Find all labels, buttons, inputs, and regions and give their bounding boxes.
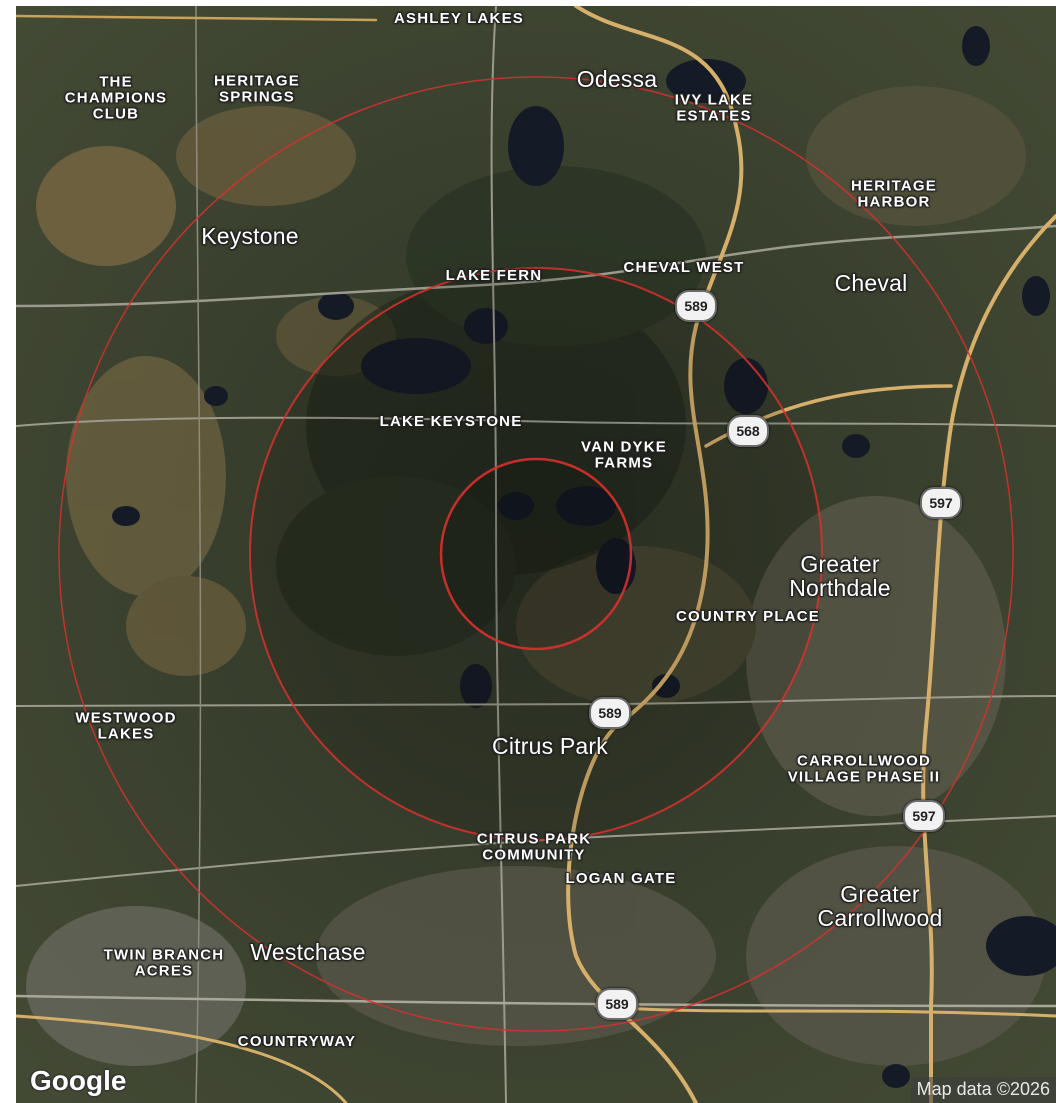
radius-rings (58, 76, 1014, 1032)
route-shield-568: 568 (727, 415, 769, 447)
route-shield-597-south: 597 (903, 800, 945, 832)
route-shield-597-north: 597 (920, 487, 962, 519)
ring-outer (58, 76, 1014, 1032)
map-imagery (16, 6, 1056, 1103)
google-logo[interactable]: Google (30, 1065, 127, 1096)
ring-inner (439, 457, 633, 651)
ring-middle (249, 267, 823, 841)
route-shield-589-south: 589 (596, 988, 638, 1020)
roads (16, 6, 1056, 1103)
route-shield-589-north: 589 (675, 290, 717, 322)
map-attribution[interactable]: Map data ©2026 (910, 1077, 1056, 1103)
route-shield-589-mid: 589 (589, 697, 631, 729)
